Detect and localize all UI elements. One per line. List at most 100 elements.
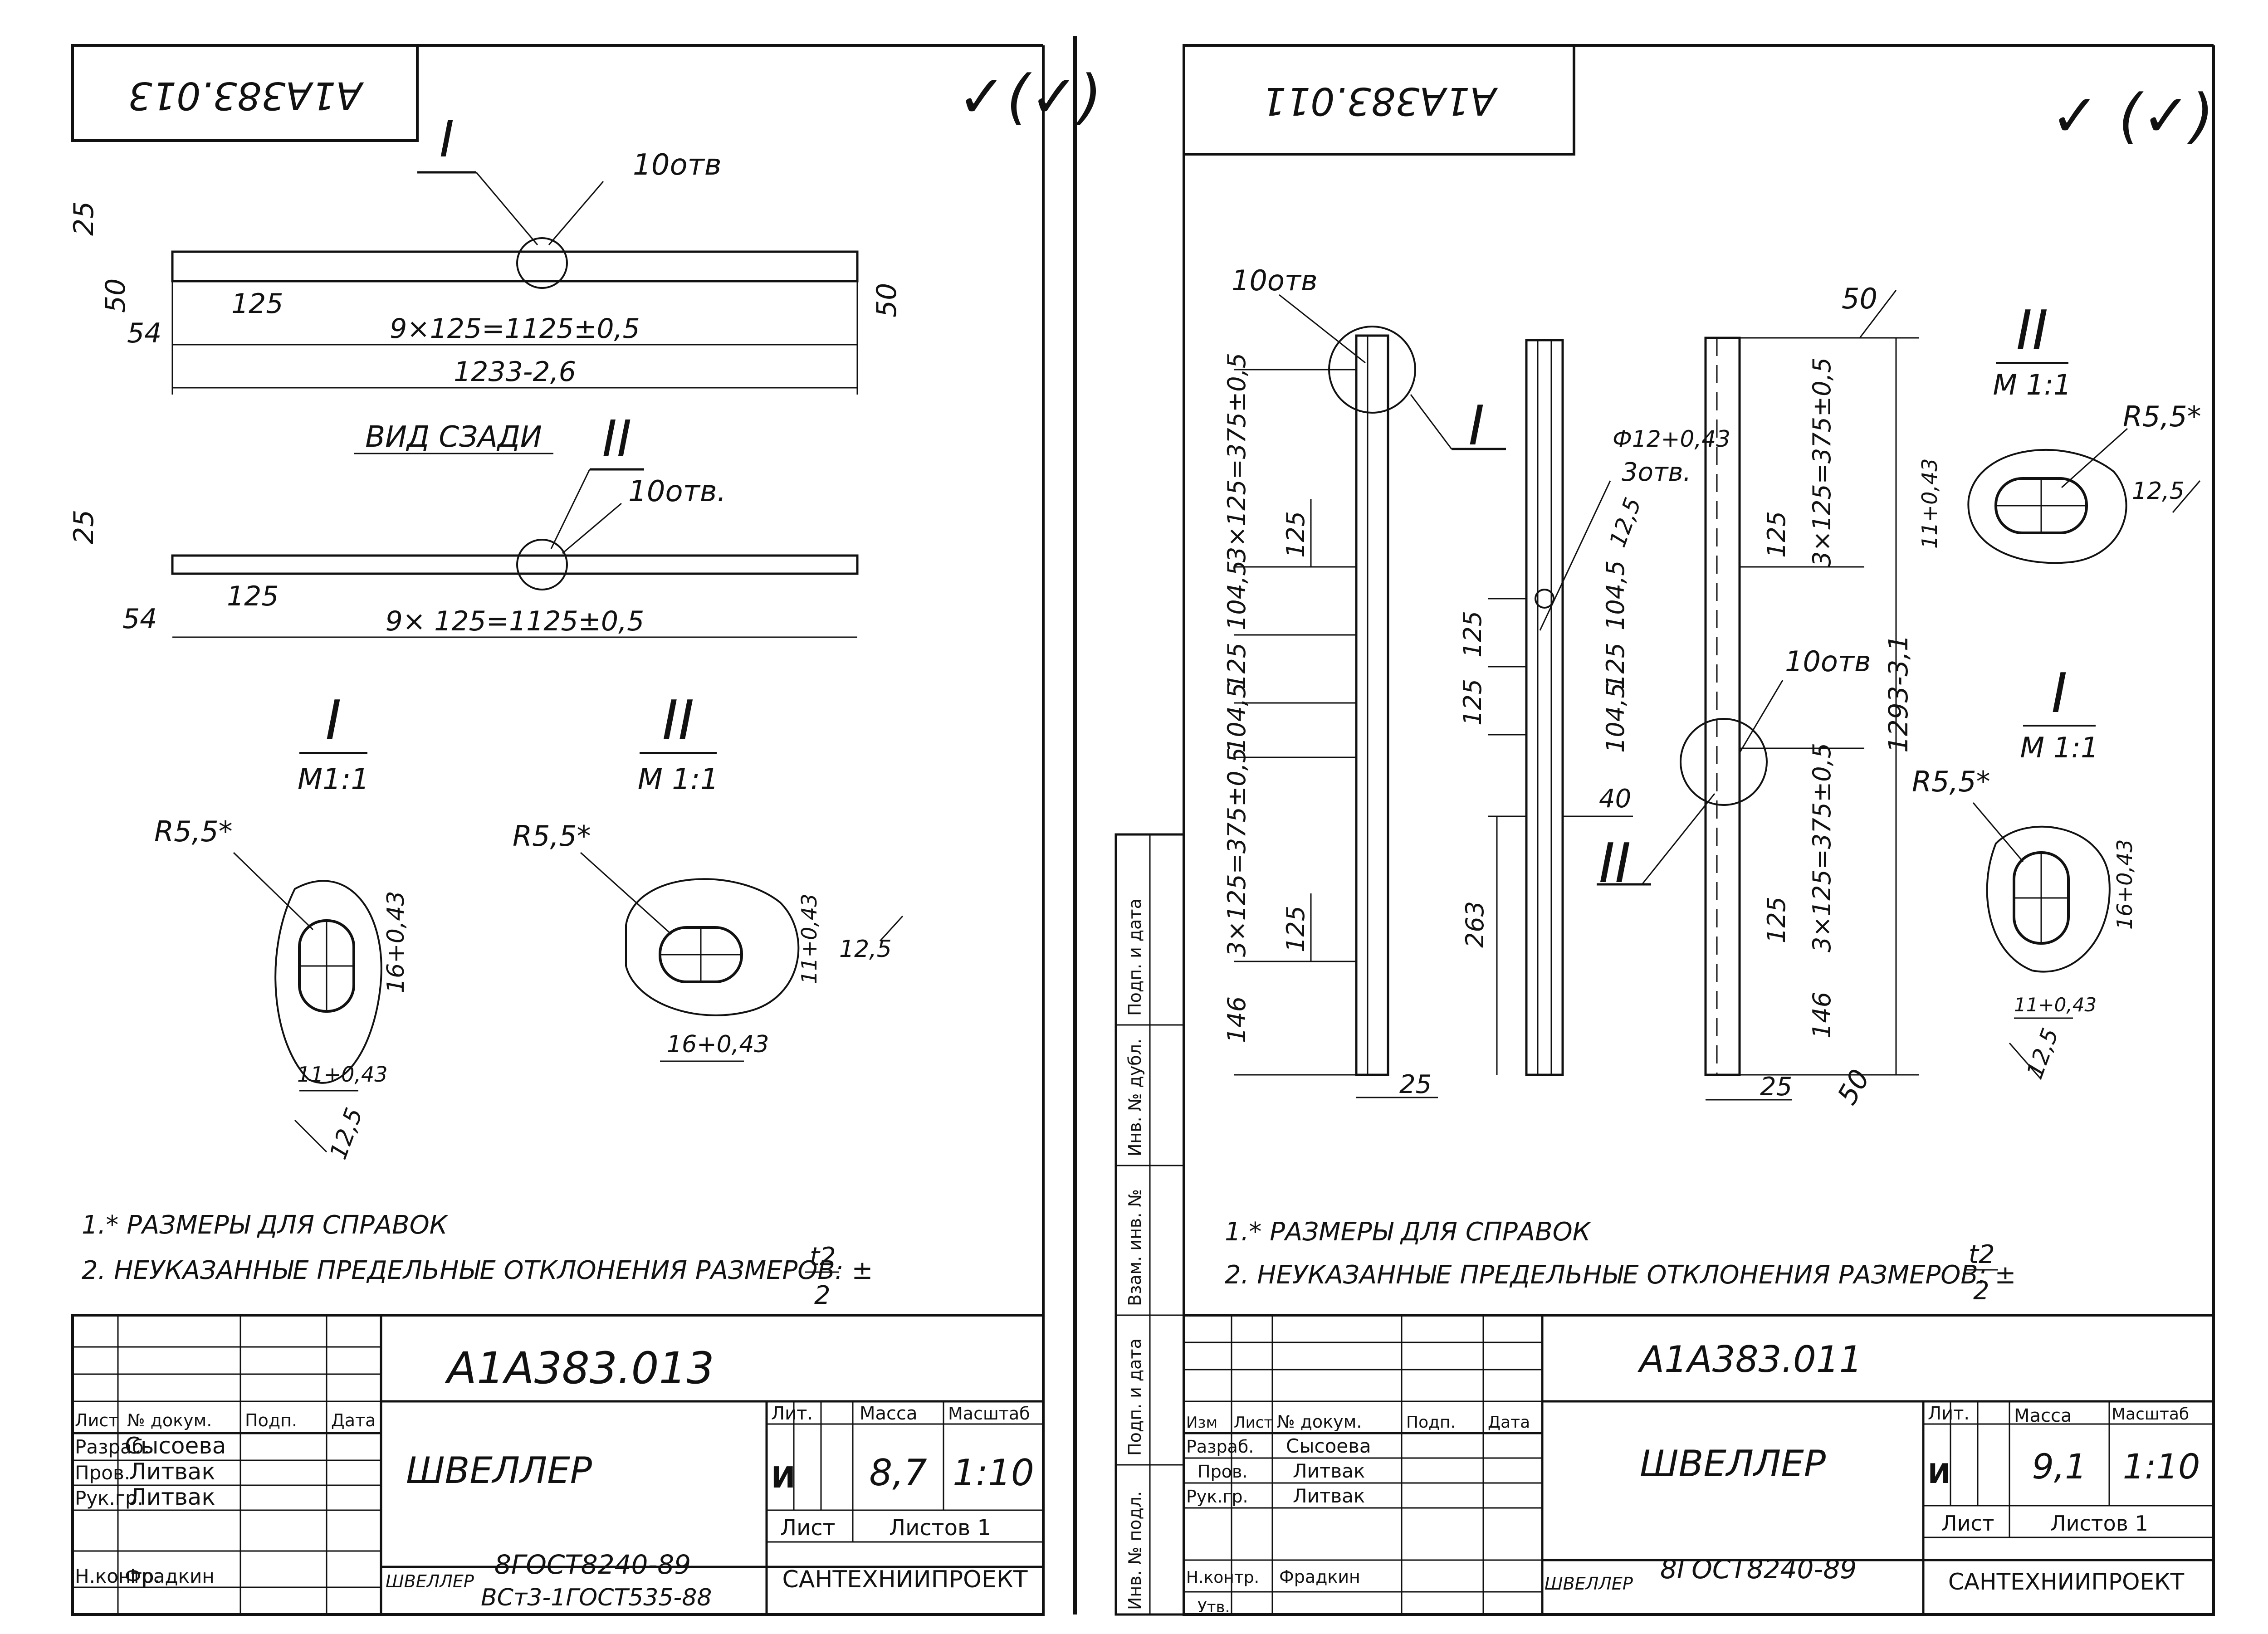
section-mark-II: II xyxy=(602,410,632,468)
leader-line xyxy=(1641,793,1716,885)
leader-line xyxy=(1739,680,1784,753)
tb-material-line2: ВСт3-1ГОСТ535-88 xyxy=(481,1584,712,1611)
leader-line xyxy=(548,181,604,245)
right-sheet: А1А383.011 ✓ (✓) 10отв I 3×125=375±0,5 1… xyxy=(1183,44,2215,1616)
section-I-dim-h: 11+0,43 xyxy=(2014,994,2097,1016)
note-1: 1.* РАЗМЕРЫ ДЛЯ СПРАВОК xyxy=(1225,1217,1592,1247)
tb-document-number: А1А383.013 xyxy=(444,1343,714,1394)
dim-25: 25 xyxy=(1399,1070,1432,1099)
strip-label-3: Подп. и дата xyxy=(1125,898,1145,1016)
tolerance-denominator: 2 xyxy=(1973,1276,1989,1306)
channel-top-view xyxy=(171,250,859,283)
tb-head-doc: № докум. xyxy=(1277,1412,1362,1432)
section-II-dim-v: 11+0,43 xyxy=(1917,458,1942,549)
leader-line xyxy=(1539,480,1611,631)
dim-rough-right: 50 xyxy=(871,283,903,317)
dim-series-bottom: 3×125=375±0,5 xyxy=(1808,743,1836,952)
tb-lit-value: И xyxy=(771,1461,796,1495)
dim-40: 40 xyxy=(1599,784,1631,814)
dim-146: 146 xyxy=(1808,992,1836,1039)
tb-part-name: ШВЕЛЛЕР xyxy=(406,1449,592,1492)
tb-head-rev: Изм xyxy=(1186,1414,1217,1432)
tb-role-2: Пров. xyxy=(1198,1462,1247,1482)
leader-line xyxy=(562,502,622,554)
tb-name-3: Литвак xyxy=(1293,1485,1365,1507)
left-rear-view: ВИД СЗАДИ II 10отв. 25 125 54 9× 125=112… xyxy=(68,410,859,638)
side-strip: Взам. инв. № Инв. № дубл. Подп. и дата И… xyxy=(1114,833,1185,1616)
tb-organization: САНТЕХНИИПРОЕКТ xyxy=(782,1566,1027,1593)
section-II-dim-h: 16+0,43 xyxy=(667,1031,769,1058)
left-roughness-mark: ✓(✓) xyxy=(957,62,1102,131)
dim-pitch-top: 125 xyxy=(1762,511,1791,558)
tb-role-5: Н.контр. xyxy=(1186,1568,1259,1587)
note-1: 1.* РАЗМЕРЫ ДЛЯ СПРАВОК xyxy=(82,1210,449,1240)
rough-bottom: 50 xyxy=(1831,1064,1876,1110)
right-stamp-text: А1А383.011 xyxy=(1262,79,1498,123)
tb-lit-label: Лит. xyxy=(771,1403,813,1424)
tb-sheets-label: Листов 1 xyxy=(2050,1511,2148,1536)
radius-leader xyxy=(580,852,672,935)
tb-role-1: Разраб. xyxy=(1186,1437,1254,1457)
dim-125: 125 xyxy=(1601,643,1630,689)
tb-document-number: А1А383.011 xyxy=(1637,1338,1862,1380)
dim-pitch-bottom: 125 xyxy=(1762,897,1791,943)
tb-sheets-label: Листов 1 xyxy=(889,1515,991,1541)
section-I-rough: 12,5 xyxy=(2022,1025,2064,1081)
channel-middle-view xyxy=(1525,339,1564,1076)
tb-role-2: Пров. xyxy=(75,1462,130,1484)
dim-25: 25 xyxy=(1760,1072,1792,1102)
tb-role-5: Н.контр. xyxy=(75,1565,160,1587)
strip-label-4: Инв. № подл. xyxy=(1125,1491,1145,1610)
tb-scale-value: 1:10 xyxy=(953,1452,1034,1494)
section-II-radius: R5,5* xyxy=(513,819,591,853)
left-stamp-text: А1А383.013 xyxy=(128,73,364,118)
tb-scale-label: Масштаб xyxy=(2112,1405,2189,1424)
dim-series: 9×125=1125±0,5 xyxy=(390,313,640,345)
tb-name-3: Литвак xyxy=(129,1484,215,1510)
note-2: 2. НЕУКАЗАННЫЕ ПРЕДЕЛЬНЫЕ ОТКЛОНЕНИЯ РАЗ… xyxy=(1225,1260,2016,1290)
radius-leader xyxy=(233,852,314,931)
rear-view-title: ВИД СЗАДИ xyxy=(365,420,542,454)
section-I-rough: 12,5 xyxy=(325,1104,368,1163)
tb-mass-label: Масса xyxy=(860,1403,918,1424)
section-I-radius: R5,5* xyxy=(1912,765,1990,798)
rough-sign xyxy=(1859,290,1897,338)
section-I-dim-h: 11+0,43 xyxy=(297,1062,388,1087)
rough-sign xyxy=(879,915,904,942)
left-title-block: Лист № докум. Подп. Дата Разраб. Пров. Р… xyxy=(71,1314,1045,1616)
channel-right-view xyxy=(1704,337,1741,1076)
section-I-mark: I xyxy=(325,689,341,752)
tb-sheet-label: Лист xyxy=(1941,1511,1994,1536)
tb-sheet-label: Лист xyxy=(780,1515,836,1541)
section-II-dim-v: 11+0,43 xyxy=(797,894,821,985)
tb-role-3: Рук.гр. xyxy=(75,1487,143,1509)
dim-125: 125 xyxy=(1222,643,1251,689)
rough-sign xyxy=(2172,480,2201,513)
section-II-rough: 12,5 xyxy=(839,936,892,963)
tb-role-1: Разраб. xyxy=(75,1436,150,1458)
hole-callout-circle xyxy=(516,539,568,590)
channel-rear-view xyxy=(171,554,859,575)
dim-pitch: 125 xyxy=(227,580,279,612)
tb-organization: САНТЕХНИИПРОЕКТ xyxy=(1948,1569,2185,1595)
tb-mass-value: 8,7 xyxy=(869,1452,927,1494)
tb-material-prefix: ШВЕЛЛЕР xyxy=(1545,1574,1633,1594)
tb-scale-value: 1:10 xyxy=(2123,1446,2200,1487)
tb-material-line1: 8ГОСТ8240-89 xyxy=(1660,1554,1857,1585)
holes-note: 10отв. xyxy=(628,475,726,508)
title-block-frame xyxy=(71,1314,1045,1616)
holes-note: 10отв xyxy=(1785,645,1871,678)
dim-125: 125 xyxy=(1458,679,1487,726)
tb-name-5: Фрадкин xyxy=(1279,1567,1360,1587)
left-top-view: I 10отв 25 50 125 54 9×125=1125±0,5 1233… xyxy=(68,110,903,395)
left-stamp-box xyxy=(71,44,419,142)
tb-name-2: Литвак xyxy=(129,1458,215,1485)
dim-104-5: 104,5 xyxy=(1601,683,1630,753)
dim-start: 54 xyxy=(122,603,157,635)
rough-value: 12,5 xyxy=(1604,494,1647,551)
channel-side-view xyxy=(1355,334,1389,1076)
strip-label-2: Инв. № дубл. xyxy=(1125,1039,1145,1156)
dim-pitch-top: 125 xyxy=(1281,511,1310,558)
dim-pitch: 125 xyxy=(231,288,284,320)
dim-series-bottom: 3×125=375±0,5 xyxy=(1222,747,1251,957)
